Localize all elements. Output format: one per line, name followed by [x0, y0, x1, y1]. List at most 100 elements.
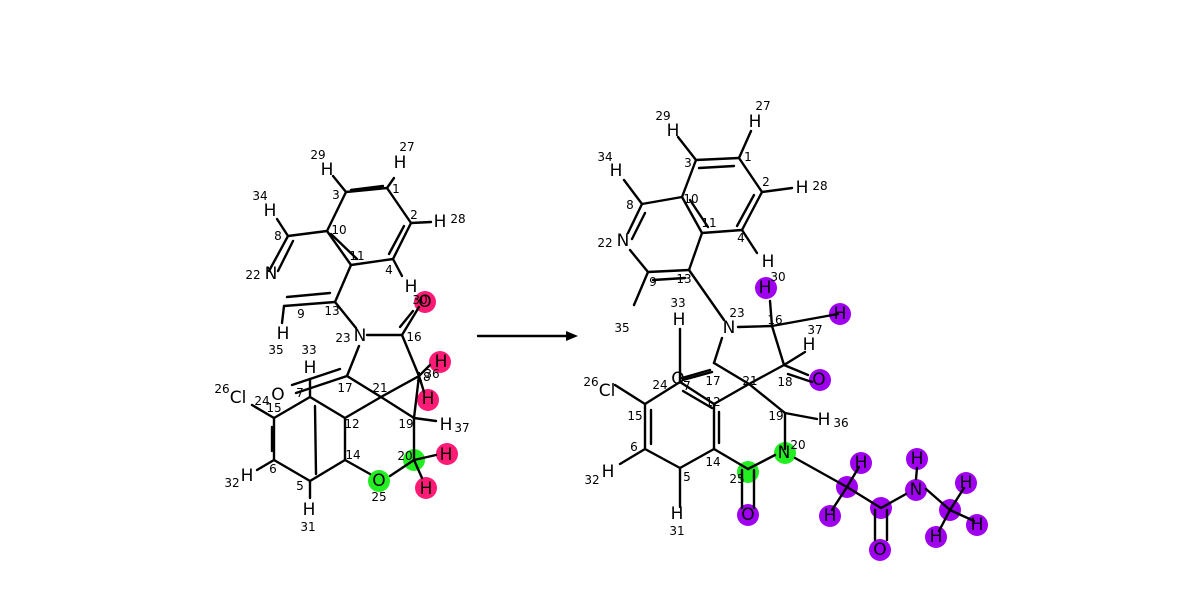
product-bond: [712, 382, 751, 406]
reactant-bond: [391, 257, 404, 278]
reactant-atom-label: O: [372, 471, 385, 491]
product-atom-label: N: [778, 443, 791, 463]
reactant-atom-index: 15: [266, 401, 281, 415]
product-atom-index: 34: [597, 150, 612, 164]
product-atom-index: 36: [833, 416, 848, 430]
reactant-atom-index: 16: [406, 330, 421, 344]
reactant-bond: [275, 217, 290, 238]
product-bond: [914, 466, 919, 481]
reactant-atom-label: N: [354, 326, 367, 346]
product-bond: [640, 195, 684, 206]
product-bond: [845, 485, 883, 510]
product-bond: [618, 447, 647, 466]
reactant-atom-label: H: [435, 352, 448, 372]
product-atom-label: H: [960, 473, 973, 493]
reactant-atom-index: 22: [245, 268, 260, 282]
product-atom-index: 14: [705, 455, 720, 469]
product-atom-label: O: [873, 540, 886, 560]
product-atom-label: Cl: [599, 381, 616, 401]
reactant-double-bond-line: [285, 291, 332, 299]
product-atom-index: 10: [683, 192, 698, 206]
reactant-double-bond-line: [349, 184, 385, 192]
reactant-atom-index: 21: [372, 381, 387, 395]
product-atom-index: 17: [705, 374, 720, 388]
reactant-atom-index: 12: [344, 417, 359, 431]
product-bond: [680, 195, 704, 235]
product-bond: [783, 411, 819, 421]
atom-highlight: [829, 303, 851, 325]
product-atom-label: H: [911, 449, 924, 469]
atom-highlight: [417, 389, 439, 411]
reaction-arrow: [476, 331, 578, 341]
product-atom-index: 29: [655, 109, 670, 123]
product-atom-index: 18: [777, 375, 792, 389]
product-bond: [879, 492, 908, 510]
reactant-atom-label: H: [422, 389, 435, 409]
product-bond: [737, 156, 764, 194]
reaction-center-highlight: [368, 470, 390, 492]
product-atom-label: H: [759, 278, 772, 298]
product-bond: [747, 363, 786, 386]
atom-highlight: [905, 479, 927, 501]
reactant-bond: [343, 395, 383, 420]
product-bond: [613, 383, 647, 406]
reactant-bond: [345, 374, 383, 399]
reactant-atom-index: 20: [397, 449, 412, 463]
product-atom-index: 21: [742, 374, 757, 388]
product-bond: [712, 336, 724, 365]
reactant-bond: [344, 186, 389, 194]
reactant-atom-index: 24: [254, 394, 269, 408]
reactant-bond: [409, 220, 433, 225]
reactant-atom-label: H: [277, 324, 290, 344]
reactant-atom-label: H: [394, 153, 407, 173]
product-bond: [676, 135, 698, 162]
reactant-atom-label: H: [241, 466, 254, 486]
product-atom-index: 5: [683, 470, 691, 484]
product-bond: [626, 202, 644, 235]
product-atom-label: H: [855, 453, 868, 473]
reactant-bond: [250, 403, 276, 420]
reactant-atom-label: H: [434, 212, 447, 232]
product-bond: [628, 248, 650, 274]
product-bond: [948, 508, 976, 523]
reactant-bond: [400, 305, 421, 337]
product-double-bond-line: [630, 211, 647, 241]
product-atom-label: N: [910, 480, 923, 500]
product-atom-index: 16: [767, 313, 782, 327]
reactant-bond: [294, 374, 349, 395]
reactant-bond: [412, 416, 438, 423]
reactant-bond: [379, 395, 416, 420]
reactant-double-bond-line: [387, 224, 406, 256]
reactant-atom-label: H: [405, 277, 418, 297]
atom-highlight: [415, 477, 437, 499]
reactant-atom-index: 33: [301, 343, 316, 357]
product-atom-index: 7: [683, 379, 691, 393]
reactant-atom-index: 6: [269, 462, 277, 476]
reactant-bond: [412, 453, 438, 462]
product-bond: [632, 270, 650, 307]
reactant-double-bond-line: [290, 367, 342, 387]
reactant-bond: [282, 300, 337, 308]
product-atom-index: 20: [790, 438, 805, 452]
product-atom-index: 4: [737, 231, 745, 245]
atom-highlight: [819, 505, 841, 527]
product-bond: [740, 190, 764, 232]
reactant-atom-label: H: [420, 479, 433, 499]
product-atom-index: 9: [649, 275, 657, 289]
product-atom-label: N: [723, 318, 736, 338]
product-bond: [712, 361, 751, 386]
reactant-atom-index: 27: [399, 140, 414, 154]
product-atom-label: H: [602, 462, 615, 482]
product-bond: [622, 178, 644, 206]
product-bond: [830, 485, 849, 512]
reactant-bond: [412, 374, 421, 420]
product-atom-label: H: [803, 335, 816, 355]
bonds: [250, 129, 976, 542]
reactant-atom-index: 32: [224, 476, 239, 490]
product-atom-index: 1: [744, 150, 752, 164]
reactant-bond: [388, 458, 416, 478]
reactant-atom-index: 31: [300, 520, 315, 534]
product-bond: [760, 186, 794, 194]
atom-highlight: [869, 539, 891, 561]
product-double-bond-line: [786, 372, 814, 384]
